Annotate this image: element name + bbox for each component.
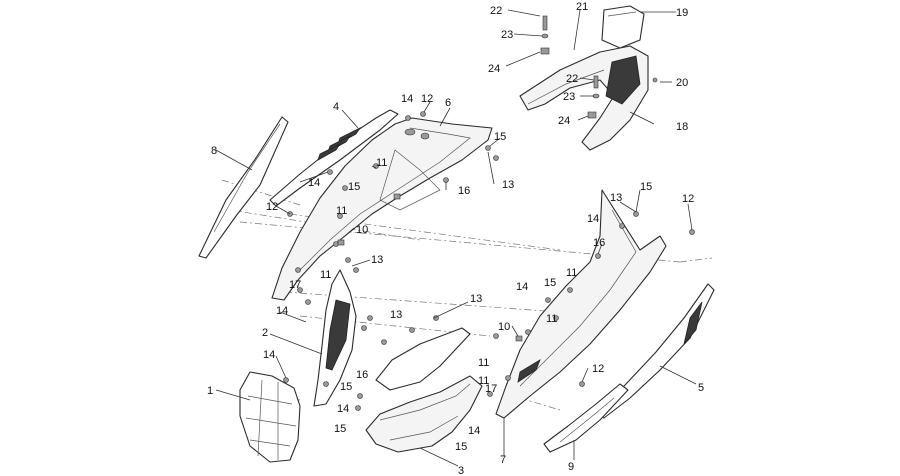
callout-13-c: 13 xyxy=(390,309,402,321)
callout-23-top: 23 xyxy=(501,29,513,41)
callout-3: 3 xyxy=(458,465,464,476)
callout-15-d: 15 xyxy=(334,423,346,435)
callout-5: 5 xyxy=(698,382,704,394)
callout-16-c: 16 xyxy=(593,237,605,249)
part-6-front-panel xyxy=(271,117,493,301)
callout-17-b: 17 xyxy=(485,383,497,395)
callout-10-left: 10 xyxy=(356,224,368,236)
part-4-upper-trim xyxy=(269,109,399,207)
part-8-side-strip xyxy=(198,116,289,259)
callout-11-g: 11 xyxy=(478,375,489,387)
part-5-right-strip xyxy=(595,283,715,419)
callout-13-e: 13 xyxy=(610,192,622,204)
callout-13-a: 13 xyxy=(502,179,514,191)
callout-14-h: 14 xyxy=(587,213,599,225)
callout-12-d: 12 xyxy=(592,363,604,375)
callout-13-d: 13 xyxy=(470,293,482,305)
callout-21: 21 xyxy=(576,1,588,13)
callout-23-mid: 23 xyxy=(563,91,575,103)
callout-11-e: 11 xyxy=(546,313,557,325)
part-1-front-shield xyxy=(239,371,301,463)
callout-16-a: 16 xyxy=(458,185,470,197)
callout-14-e: 14 xyxy=(337,403,349,415)
callout-14-f: 14 xyxy=(468,425,480,437)
callout-15-c: 15 xyxy=(340,381,352,393)
callout-4: 4 xyxy=(333,101,339,113)
callout-17-a: 17 xyxy=(289,279,301,291)
callout-11-a: 11 xyxy=(376,157,387,169)
part-9-lower-right-trim xyxy=(543,383,629,453)
callout-12-a: 12 xyxy=(421,93,433,105)
callout-11-b: 11 xyxy=(336,205,347,217)
callout-14-g: 14 xyxy=(516,281,528,293)
callout-12-c: 12 xyxy=(682,193,694,205)
callout-13-b: 13 xyxy=(371,254,383,266)
callout-11-f: 11 xyxy=(478,357,489,369)
part-18-rear-rail xyxy=(519,45,649,151)
callout-8: 8 xyxy=(211,145,217,157)
callout-12-b: 12 xyxy=(266,201,278,213)
callout-14-d: 14 xyxy=(263,349,275,361)
callout-20: 20 xyxy=(676,77,688,89)
callout-7: 7 xyxy=(500,454,506,466)
callout-15-b: 15 xyxy=(348,181,360,193)
callout-15-f: 15 xyxy=(544,277,556,289)
callout-19: 19 xyxy=(676,7,688,19)
callout-6: 6 xyxy=(445,97,451,109)
callout-2: 2 xyxy=(262,327,268,339)
callout-22-mid: 22 xyxy=(566,73,578,85)
callout-14-b: 14 xyxy=(308,177,320,189)
callout-24-top: 24 xyxy=(488,63,500,75)
part-19-rear-cap xyxy=(601,5,645,49)
callout-11-d: 11 xyxy=(566,267,577,279)
callout-24-mid: 24 xyxy=(558,115,570,127)
callout-11-c: 11 xyxy=(320,269,331,281)
callout-14-a: 14 xyxy=(401,93,413,105)
part-7-right-side-panel xyxy=(495,189,667,419)
callout-9: 9 xyxy=(568,461,574,473)
part-3-center-lower-panel xyxy=(365,327,483,453)
callout-18: 18 xyxy=(676,121,688,133)
callouts: 1 2 3 4 5 6 7 8 9 10 10 11 11 11 11 11 1… xyxy=(207,1,704,476)
callout-22-top: 22 xyxy=(490,5,502,17)
callout-14-c: 14 xyxy=(276,305,288,317)
callout-15-a: 15 xyxy=(494,131,506,143)
callout-10-right: 10 xyxy=(498,321,510,333)
callout-1: 1 xyxy=(207,385,213,397)
callout-15-e: 15 xyxy=(455,441,467,453)
callout-16-b: 16 xyxy=(356,369,368,381)
part-2-left-lower-side xyxy=(313,269,357,407)
leader-lines xyxy=(215,9,697,467)
callout-15-g: 15 xyxy=(640,181,652,193)
